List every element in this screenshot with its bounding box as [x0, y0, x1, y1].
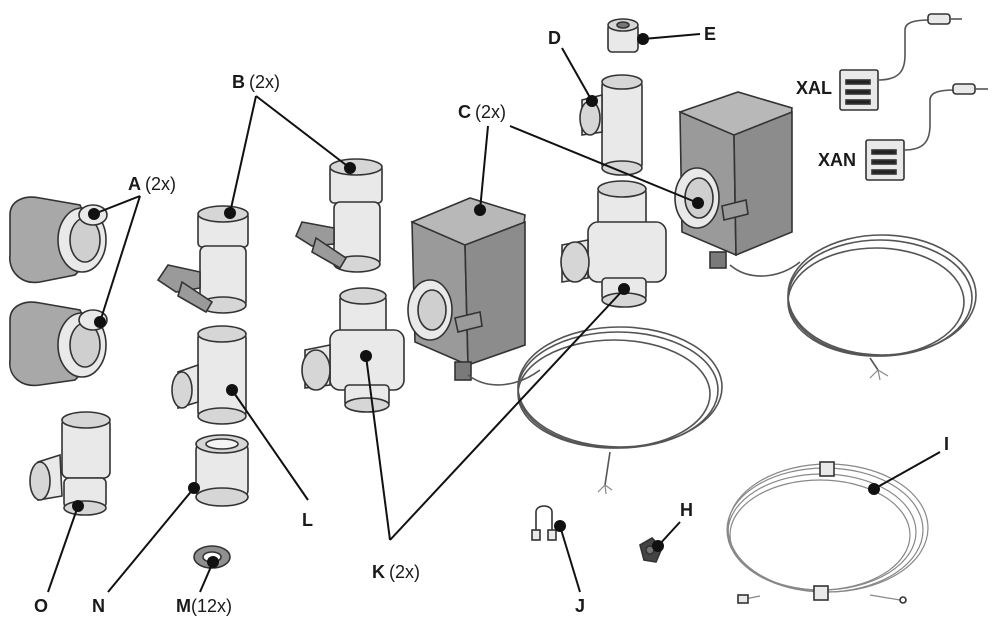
label-l: L — [302, 510, 313, 530]
leader-lines — [47, 33, 941, 593]
temperature-sensor-coil — [726, 461, 929, 604]
valve-actuator-left — [407, 197, 526, 381]
sensor-clip — [531, 505, 557, 541]
union-nut — [195, 434, 249, 507]
actuator-cable-left — [467, 326, 723, 495]
three-way-valve-right — [560, 180, 667, 308]
ball-valve-right — [294, 158, 383, 273]
sensor-tee-fitting — [171, 325, 247, 425]
label-c: C(2x) — [458, 102, 506, 122]
three-way-valve-left — [301, 287, 405, 413]
label-n: N — [92, 596, 105, 616]
label-k: K(2x) — [372, 562, 420, 582]
label-xal: XAL — [796, 78, 832, 98]
elbow-fitting-lower — [9, 301, 108, 387]
label-b: B(2x) — [232, 72, 280, 92]
label-o: O — [34, 596, 48, 616]
ball-valve-left — [156, 205, 249, 314]
label-a: A(2x) — [128, 174, 176, 194]
cap-plug — [607, 18, 639, 53]
label-i: I — [944, 434, 949, 454]
label-xan: XAN — [818, 150, 856, 170]
connector-xan — [865, 83, 988, 181]
sensor-pocket-fitting — [579, 74, 643, 176]
label-h: H — [680, 500, 693, 520]
label-e: E — [704, 24, 716, 44]
actuator-cable-right — [729, 234, 977, 381]
connector-xal — [839, 13, 962, 111]
valve-actuator-right — [674, 91, 793, 269]
label-j: J — [575, 596, 585, 616]
elbow-fitting-upper — [9, 196, 108, 284]
label-d: D — [548, 28, 561, 48]
reducing-tee-fitting — [29, 411, 111, 516]
label-m: M(12x) — [176, 596, 232, 616]
